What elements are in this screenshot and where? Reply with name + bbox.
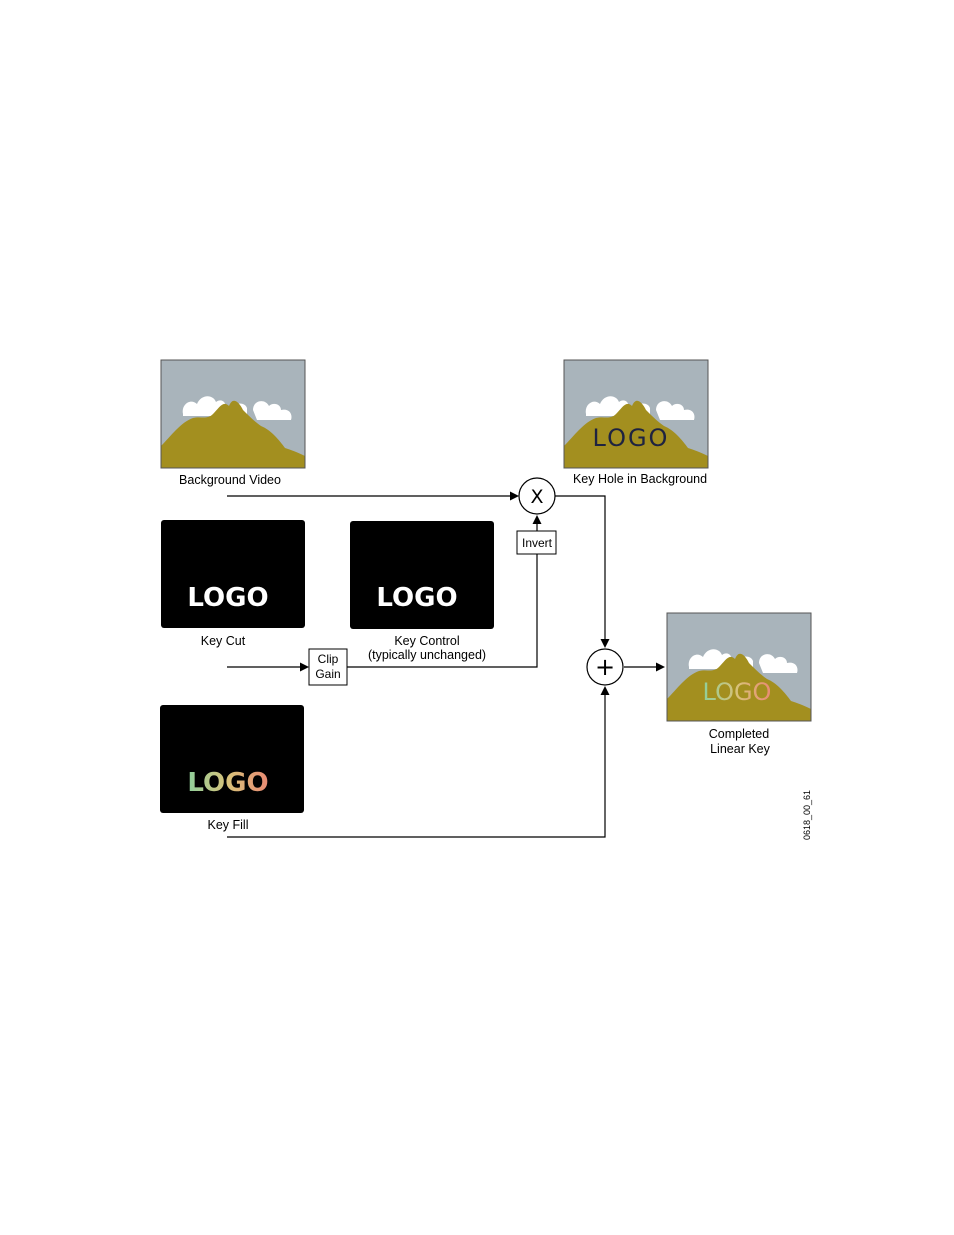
invert-to-multiply-arrow (532, 515, 542, 524)
background-video-label: Background Video (179, 473, 281, 487)
clip-gain-box: Clip Gain (308, 648, 348, 686)
keyfill-to-sum-arrow (600, 686, 610, 695)
clipgain-to-invert-line (347, 554, 538, 668)
key-control-thumbnail: LOGO (350, 521, 494, 629)
clip-gain-label-line1: Clip (318, 652, 339, 666)
key-hole-label: Key Hole in Background (573, 472, 707, 486)
key-control-logo-text: LOGO (376, 583, 457, 613)
figure-id-label: 0618_00_61 (802, 790, 812, 840)
add-symbol: + (595, 653, 615, 681)
background-video-thumbnail (160, 359, 306, 469)
key-cut-thumbnail: LOGO (161, 520, 305, 628)
bg-to-multiply-arrow (510, 491, 519, 501)
keycut-to-clipgain-arrow (300, 662, 309, 672)
add-operator: + (586, 648, 624, 686)
sum-to-output-arrow (656, 662, 665, 672)
key-control-sublabel: (typically unchanged) (368, 648, 486, 662)
multiply-symbol: X (530, 486, 543, 508)
key-fill-logo-text: LOGO (187, 768, 268, 798)
invert-box: Invert (516, 530, 557, 555)
key-hole-thumbnail: LOGO (563, 359, 709, 469)
key-cut-label: Key Cut (201, 634, 246, 648)
completed-label: Completed (709, 727, 769, 741)
clip-gain-label-line2: Gain (315, 667, 340, 681)
completed-key-thumbnail: LOGO (666, 612, 812, 722)
key-hole-logo-text: LOGO (593, 424, 670, 452)
signal-lines (227, 491, 665, 838)
completed-sublabel: Linear Key (710, 742, 771, 756)
key-control-label: Key Control (394, 634, 459, 648)
multiply-to-sum-arrow (600, 639, 610, 648)
key-fill-thumbnail: LOGO (160, 705, 304, 813)
key-cut-logo-text: LOGO (187, 583, 268, 613)
invert-label: Invert (522, 536, 553, 550)
keyfill-to-sum-line (227, 694, 606, 838)
key-fill-label: Key Fill (208, 818, 249, 832)
multiply-to-sum-line (555, 495, 606, 640)
multiply-operator: X (518, 477, 556, 515)
completed-logo-text: LOGO (703, 678, 772, 706)
